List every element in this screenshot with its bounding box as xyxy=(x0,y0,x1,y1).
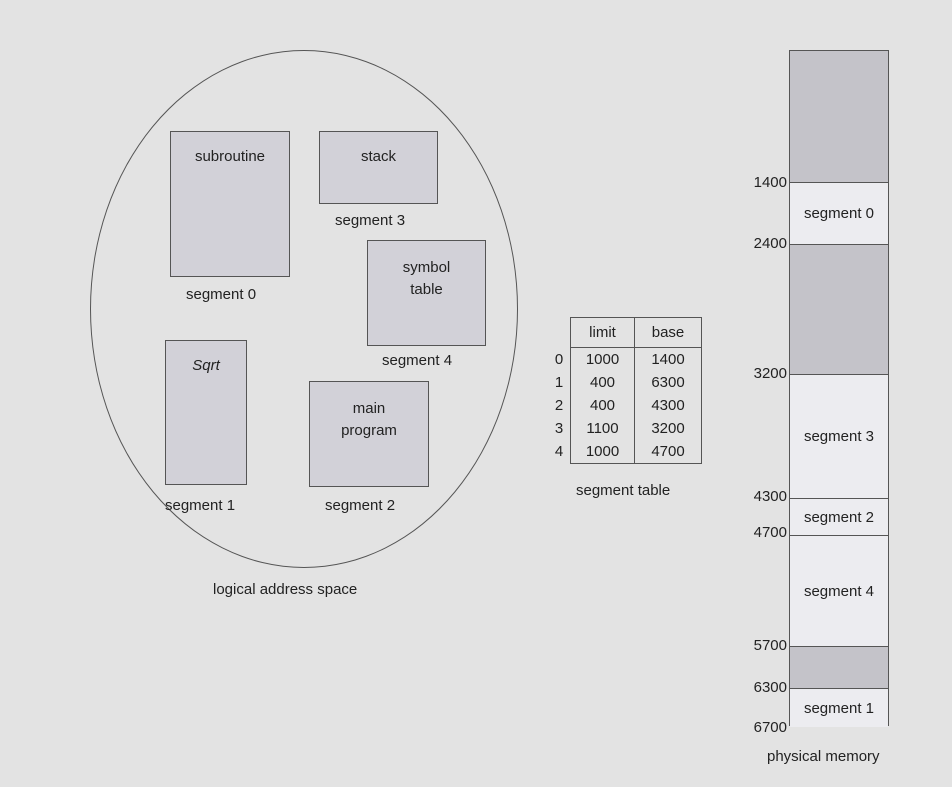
address-label: 5700 xyxy=(753,637,787,654)
free-memory-block xyxy=(790,51,888,182)
segment-table-header-row: limit base xyxy=(548,317,702,348)
memory-block-segment-1: segment 1 xyxy=(790,688,888,727)
sqrt-segment-box: Sqrt xyxy=(165,340,247,485)
limit-cell: 1100 xyxy=(570,417,635,440)
limit-cell: 400 xyxy=(570,394,635,417)
limit-cell: 1000 xyxy=(570,347,635,371)
address-label: 3200 xyxy=(753,365,787,382)
table-row: 0 1000 1400 xyxy=(548,347,702,371)
main-text: main xyxy=(352,400,386,417)
free-memory-block xyxy=(790,646,888,688)
segment-index: 2 xyxy=(554,397,564,414)
free-memory-block xyxy=(790,244,888,374)
base-cell: 4700 xyxy=(634,440,702,464)
address-label: 6300 xyxy=(753,679,787,696)
main-program-segment-box: main program xyxy=(309,381,429,487)
physical-memory-caption: physical memory xyxy=(767,748,880,765)
subroutine-segment-box: subroutine xyxy=(170,131,290,277)
table-row: 4 1000 4700 xyxy=(548,440,702,464)
segment-index: 1 xyxy=(554,374,564,391)
symbol-table-segment-box: symbol table xyxy=(367,240,486,346)
base-cell: 4300 xyxy=(634,394,702,417)
table-row: 2 400 4300 xyxy=(548,394,702,417)
segment-index: 3 xyxy=(554,420,564,437)
logical-address-space-caption: logical address space xyxy=(213,581,358,598)
address-label: 6700 xyxy=(753,719,787,736)
segment-table: limit base 0 1000 1400 1 400 6300 2 400 … xyxy=(548,317,702,464)
segment-index: 4 xyxy=(554,443,564,461)
logical-address-space-outline xyxy=(90,50,518,568)
table-row: 1 400 6300 xyxy=(548,371,702,394)
table-text: table xyxy=(410,281,443,298)
stack-segment-label: segment 3 xyxy=(335,212,406,229)
sqrt-text: Sqrt xyxy=(192,357,220,374)
subroutine-segment-label: segment 0 xyxy=(186,286,257,303)
address-label: 4700 xyxy=(753,524,787,541)
program-text: program xyxy=(341,422,397,439)
address-label: 2400 xyxy=(753,235,787,252)
main-program-segment-label: segment 2 xyxy=(325,497,396,514)
base-cell: 6300 xyxy=(634,371,702,394)
base-header: base xyxy=(634,317,702,348)
memory-block-segment-3: segment 3 xyxy=(790,374,888,498)
physical-memory-column: segment 0 segment 3 segment 2 segment 4 … xyxy=(789,50,889,727)
segment-index: 0 xyxy=(554,350,564,368)
symbol-table-segment-label: segment 4 xyxy=(382,352,453,369)
stack-segment-box: stack xyxy=(319,131,438,204)
memory-block-segment-0: segment 0 xyxy=(790,182,888,244)
sqrt-segment-label: segment 1 xyxy=(165,497,236,514)
symbol-text: symbol xyxy=(402,259,451,276)
stack-text: stack xyxy=(360,148,396,165)
limit-cell: 1000 xyxy=(570,440,635,464)
subroutine-text: subroutine xyxy=(194,148,266,165)
address-label: 1400 xyxy=(753,174,787,191)
table-row: 3 1100 3200 xyxy=(548,417,702,440)
limit-header: limit xyxy=(570,317,635,348)
address-label: 4300 xyxy=(753,488,787,505)
memory-block-segment-4: segment 4 xyxy=(790,535,888,646)
limit-cell: 400 xyxy=(570,371,635,394)
segment-table-caption: segment table xyxy=(576,482,671,499)
base-cell: 1400 xyxy=(634,347,702,371)
memory-block-segment-2: segment 2 xyxy=(790,498,888,535)
base-cell: 3200 xyxy=(634,417,702,440)
